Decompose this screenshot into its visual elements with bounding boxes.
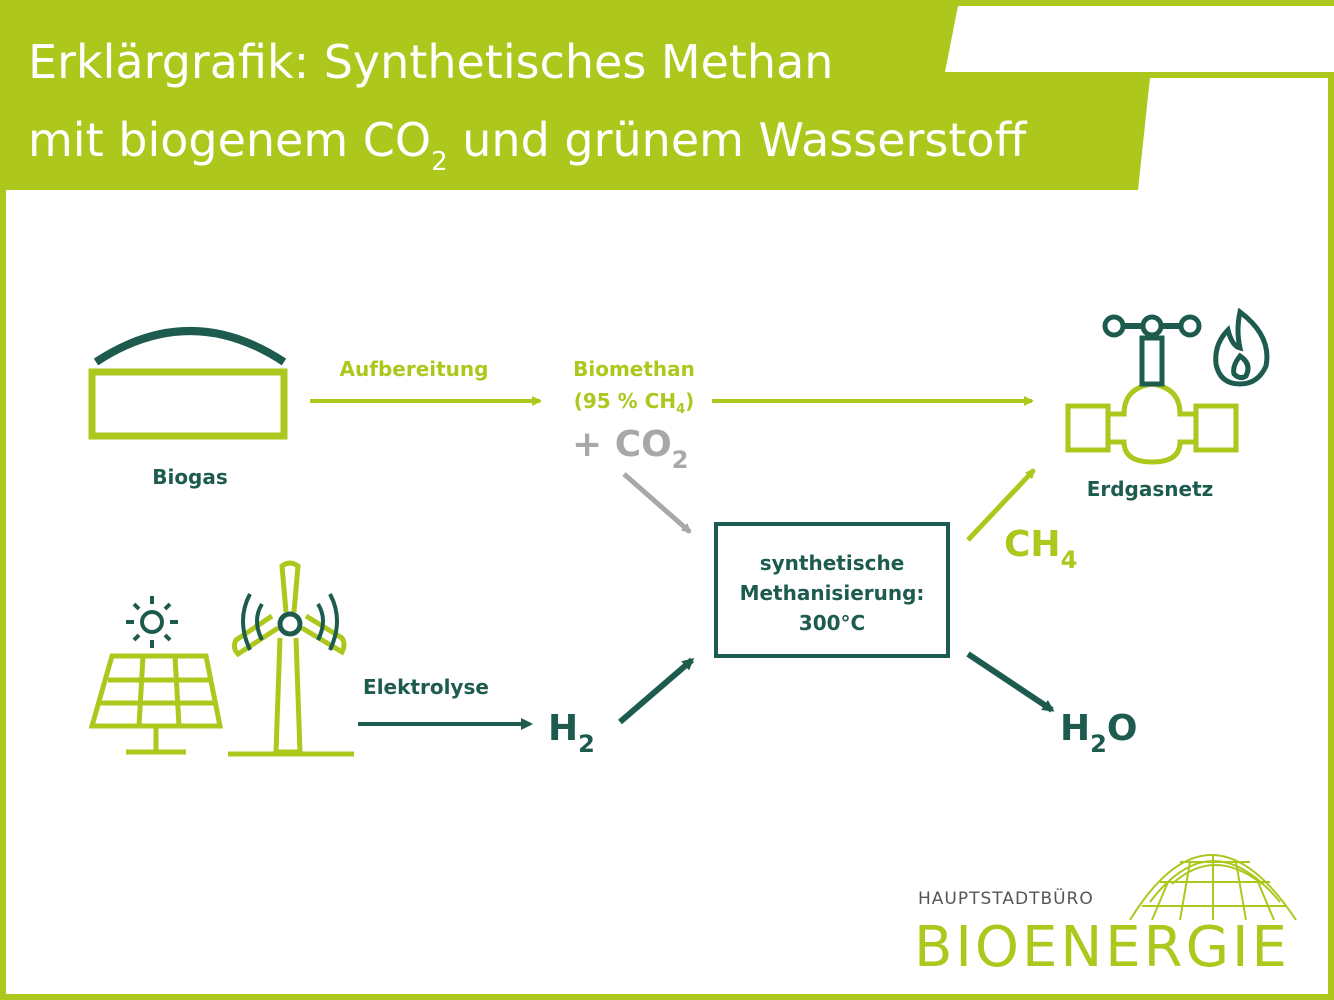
logo-line-1: HAUPTSTADTBÜRO: [918, 887, 1094, 909]
elektrolyse-label: Elektrolyse: [363, 675, 489, 699]
co2-label: + CO2: [572, 424, 688, 474]
aufbereitung-label: Aufbereitung: [340, 357, 489, 381]
biogas-label: Biogas: [152, 465, 228, 489]
arrow-h2-to-methanisierung: [618, 657, 695, 725]
solar-panel-icon: [88, 653, 224, 755]
ch4-label: CH4: [1004, 524, 1077, 574]
biomethan-percentage: (95 % CH4): [574, 389, 695, 417]
erdgasnetz-label: Erdgasnetz: [1087, 477, 1214, 501]
gas-valve-icon: [1065, 314, 1239, 465]
arrow-methanisierung-to-erdgasnetz: [966, 468, 1036, 542]
methanisierung-box: [714, 522, 950, 658]
title-line-1: Erklärgrafik: Synthetisches Methan: [28, 35, 833, 89]
biomethan-label: Biomethan: [573, 357, 695, 381]
title-line-2: mit biogenem CO2 und grünem Wasserstoff: [28, 113, 1028, 177]
methanisierung-line-1: synthetische: [760, 551, 905, 575]
sun-icon: [126, 596, 178, 648]
h2o-label: H2O: [1060, 708, 1137, 758]
arrow-methanisierung-to-h2o: [966, 651, 1055, 713]
arrow-co2-to-methanisierung: [622, 472, 692, 534]
globe-dome-icon: [1129, 854, 1297, 921]
flame-icon: [1213, 307, 1270, 387]
title-banner: Erklärgrafik: Synthetisches Methan mit b…: [0, 0, 1334, 190]
h2-label: H2: [548, 708, 595, 758]
methanisierung-line-2: Methanisierung:: [740, 581, 925, 605]
methanisierung-line-3: 300°C: [799, 611, 865, 635]
logo-line-2: BIOENERGIE: [914, 915, 1290, 980]
wind-turbine-icon: [228, 560, 354, 757]
biogas-dome-icon: [88, 327, 288, 440]
